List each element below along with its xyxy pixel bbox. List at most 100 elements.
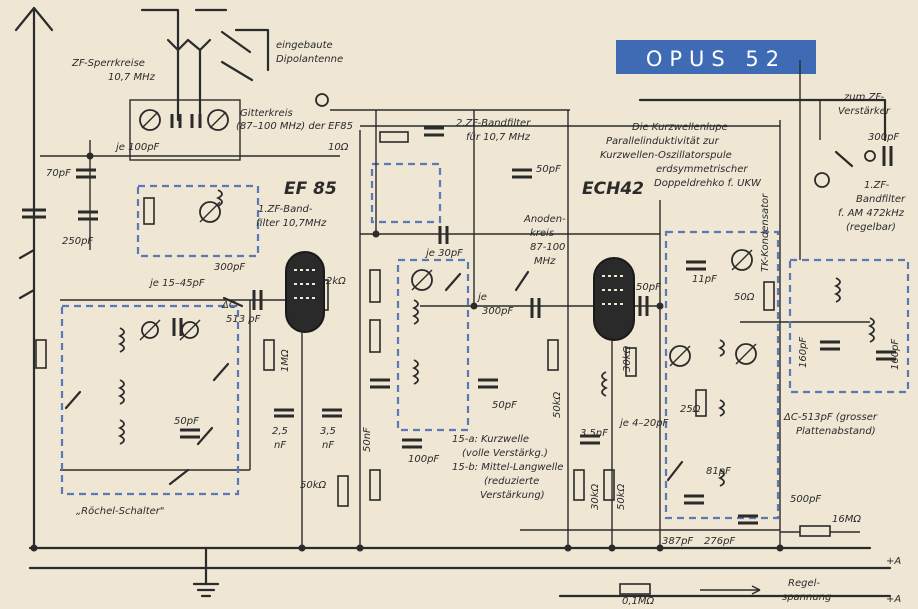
label-tk: TK-Kondensator — [760, 193, 771, 272]
label-r16m: 16MΩ — [832, 514, 861, 525]
label-c500pf: 500pF — [790, 494, 821, 505]
label-je100pf: je 100pF — [114, 142, 160, 153]
dipole-leads — [140, 8, 270, 122]
label-zf1-2: filter 10,7MHz — [256, 218, 327, 229]
label-r30k-a: 30kΩ — [622, 345, 633, 372]
label-c387: 387pF — [662, 536, 693, 547]
label-gitterkreis-2: (87–100 MHz) der EF85 — [236, 121, 353, 132]
label-c100pf: 100pF — [408, 454, 439, 465]
ground-symbol — [192, 546, 220, 598]
antenna-symbol — [14, 6, 54, 550]
label-c250pf: 250pF — [62, 236, 93, 247]
label-c300pf-c: 300pF — [482, 306, 513, 317]
label-zf2-1: 2.ZF-Bandfilter — [456, 118, 531, 129]
label-roechel: „Röchel-Schalter" — [76, 506, 165, 517]
label-zf-am-3: f. AM 472kHz — [838, 208, 905, 219]
label-gitterkreis-1: Gitterkreis — [240, 108, 293, 119]
title-badge-text: OPUS 52 — [646, 47, 786, 71]
bus-lines — [28, 98, 892, 598]
label-c50nf: 50nF — [362, 427, 373, 452]
label-c3-5nf: 3,5nF — [580, 428, 608, 439]
capacitors — [22, 126, 896, 525]
label-r10: 10Ω — [328, 142, 349, 153]
label-dc513a-2: 513 pF — [226, 314, 261, 325]
label-r1m: 1MΩ — [280, 349, 291, 372]
label-r30k-b: 30kΩ — [590, 483, 601, 510]
regelspannung-arrow — [700, 585, 761, 595]
label-r50k-c: 50kΩ — [616, 483, 627, 510]
label-c300pf-a: 300pF — [868, 132, 899, 143]
label-c300pf-b: 300pF — [214, 262, 245, 273]
label-r50o: 50Ω — [734, 292, 755, 303]
zf-trap-box — [129, 99, 241, 161]
label-dc513a-1: ΔC- — [221, 300, 240, 311]
label-kw15a-2: (volle Verstärkg.) — [462, 448, 548, 459]
annotations: ZF-Sperrkreise 10,7 MHz eingebaute Dipol… — [46, 40, 906, 607]
label-c11pf: 11pF — [692, 274, 717, 285]
label-regel-2: spannung — [782, 592, 831, 603]
label-c3-5: 3,5 — [320, 426, 336, 437]
label-eingebaute: eingebaute — [276, 40, 333, 51]
label-kw-lupe-2: Parallelinduktivität zur — [606, 136, 720, 147]
junction-dots — [30, 152, 784, 552]
label-r01m: 0,1MΩ — [622, 596, 655, 607]
terminals — [315, 93, 876, 188]
label-kw15b-3: Verstärkung) — [480, 490, 545, 501]
label-zf-sperrkreise: ZF-Sperrkreise — [71, 58, 145, 69]
label-erdsym-2: Doppeldrehko f. UKW — [654, 178, 762, 189]
label-r2k: 2kΩ — [326, 276, 346, 287]
label-c81pf: 81pF — [706, 466, 731, 477]
shield-boxes — [60, 162, 910, 520]
label-erdsym-1: erdsymmetrischer — [656, 164, 748, 175]
label-anoden-2: kreis — [530, 228, 554, 239]
label-je30pf: je 30pF — [424, 248, 463, 259]
label-r50k-b: 50kΩ — [300, 480, 327, 491]
label-zf-am-4: (regelbar) — [846, 222, 896, 233]
label-c276: 276pF — [704, 536, 735, 547]
label-r50k-a: 50kΩ — [552, 391, 563, 418]
tube-label-ech42: ECH42 — [582, 179, 644, 199]
label-kw-lupe-3: Kurzwellen-Oszillatorspule — [600, 150, 732, 161]
resistors — [35, 131, 831, 595]
variable-capacitors — [139, 201, 757, 367]
label-anoden-4: MHz — [534, 256, 556, 267]
label-kw15b-1: 15-b: Mittel-Langwelle — [452, 462, 563, 473]
tube-label-ef85: EF 85 — [284, 179, 337, 199]
coils — [117, 189, 875, 487]
label-c160pf-b: 160pF — [890, 339, 901, 370]
label-r25o: 25Ω — [680, 404, 701, 415]
vertical-wires — [89, 60, 821, 548]
label-dipolantenne: Dipolantenne — [276, 54, 343, 65]
label-je-b: je — [476, 292, 487, 303]
label-kw15a-1: 15-a: Kurzwelle — [452, 434, 529, 445]
label-c50pf-d: 50pF — [492, 400, 517, 411]
label-zf1-1: 1.ZF-Band- — [258, 204, 313, 215]
label-c50pf-b: 50pF — [636, 282, 661, 293]
label-nf-a: nF — [274, 440, 286, 451]
label-anoden-1: Anoden- — [523, 214, 566, 225]
label-zf-am-1: 1.ZF- — [864, 180, 890, 191]
ech42-tube — [593, 257, 635, 341]
label-zum-zf-1: zum ZF- — [843, 92, 885, 103]
label-nf-b: nF — [322, 440, 334, 451]
label-c50pf-c: 50pF — [174, 416, 199, 427]
label-je1545: je 15–45pF — [148, 278, 205, 289]
label-kw-lupe-1: Die Kurzwellenlupe — [632, 122, 728, 133]
ef85-tube — [285, 251, 325, 333]
label-c70pf: 70pF — [46, 168, 71, 179]
label-kw15b-2: (reduzierte — [484, 476, 539, 487]
label-zf-am-2: Bandfilter — [856, 194, 906, 205]
label-plus-a-2: +A — [886, 594, 901, 605]
label-je420: je 4–20pF — [618, 418, 669, 429]
label-c50pf-a: 50pF — [536, 164, 561, 175]
switches — [64, 150, 854, 486]
label-platten: Plattenabstand) — [796, 426, 876, 437]
label-c160pf-a: 160pF — [798, 337, 809, 368]
title-badge: OPUS 52 — [616, 40, 816, 74]
label-dc513b: ΔC-513pF (grosser — [783, 412, 878, 423]
label-anoden-3: 87-100 — [530, 242, 565, 253]
label-regel-1: Regel- — [788, 578, 820, 589]
label-c2-5: 2,5 — [272, 426, 288, 437]
label-mhz107: 10,7 MHz — [108, 72, 156, 83]
